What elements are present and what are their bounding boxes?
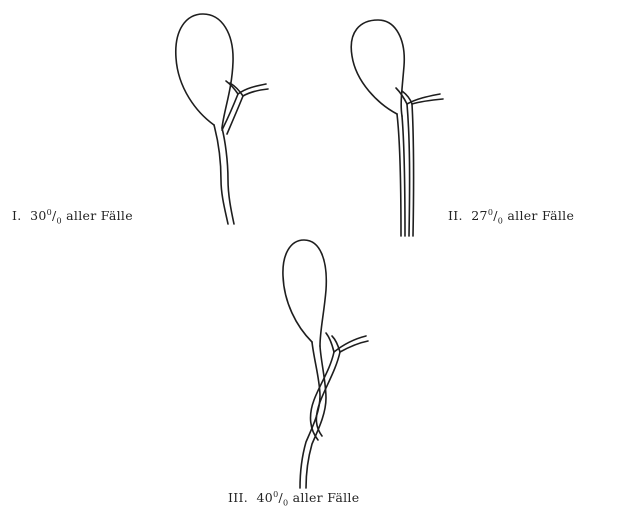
gallbladder-iii (283, 240, 326, 346)
fork-i-d (243, 89, 268, 96)
duct-ii-d (412, 104, 414, 236)
caption-variant-iii: III. 400/0 aller Fälle (228, 490, 359, 508)
gallbladder-i (176, 14, 233, 128)
fork-iii-d (340, 341, 368, 352)
fork-i-b (230, 83, 243, 96)
duct-i-left (214, 125, 228, 224)
gallbladder-ii (351, 20, 404, 116)
variant-i-drawing (176, 14, 268, 224)
fork-ii-c (407, 94, 440, 104)
caption-variant-ii: II. 270/0 aller Fälle (448, 208, 574, 226)
variant-ii-drawing (351, 20, 443, 236)
duct-ii-b (402, 116, 405, 236)
caption-variant-i: I. 300/0 aller Fälle (12, 208, 133, 226)
duct-i-right (222, 128, 234, 224)
variant-iii-drawing (283, 240, 368, 488)
duct-ii-a (397, 114, 401, 236)
duct-ii-c (407, 104, 410, 236)
